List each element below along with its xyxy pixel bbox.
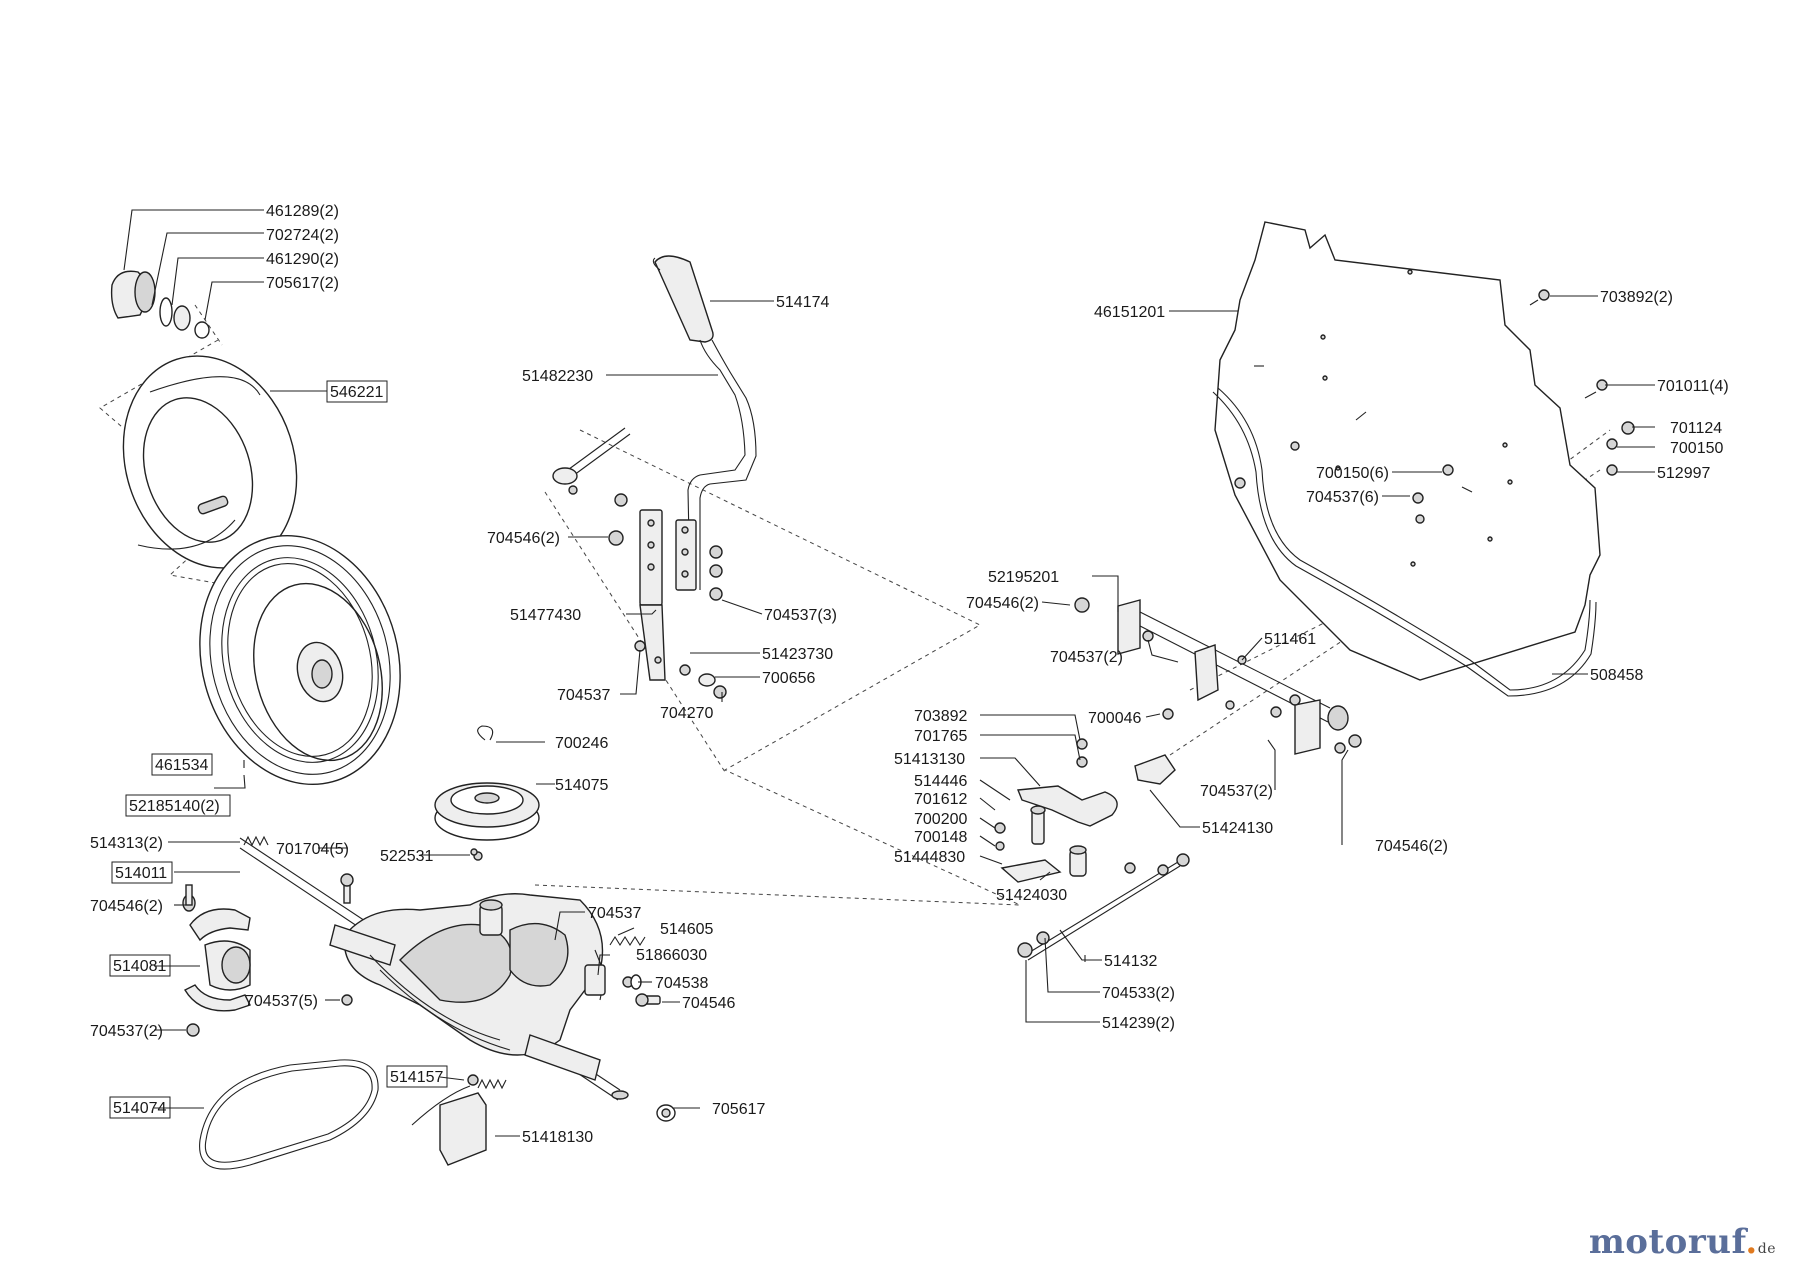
logo-tld: de [1757,1241,1776,1257]
label-700046: 700046 [1088,710,1141,727]
label-701124: 701124 [1670,420,1722,437]
label-511461: 511461 [1264,631,1316,648]
label-514446: 514446 [914,773,967,790]
control-linkage [994,738,1176,883]
logo-text: motoruf [1588,1222,1746,1262]
label-522531: 522531 [380,848,433,865]
label-514132: 514132 [1104,953,1157,970]
leader-lines [123,209,1655,1137]
label-704546-b: 704546 [682,995,735,1012]
label-461534: 461534 [155,757,208,774]
label-700150-a: 700150 [1670,440,1723,457]
label-514011: 514011 [115,865,167,882]
label-514605: 514605 [660,921,713,938]
label-51418130: 51418130 [522,1129,593,1146]
label-52185140: 52185140(2) [129,798,220,815]
label-51482230: 51482230 [522,368,593,385]
label-46151201: 46151201 [1094,304,1165,321]
label-51866030: 51866030 [636,947,707,964]
label-704546-a: 704546(2) [90,898,163,915]
label-514081: 514081 [113,958,166,975]
label-701704: 701704(5) [276,841,349,858]
label-514075: 514075 [555,777,608,794]
label-514074: 514074 [113,1100,166,1117]
edge-seal [1212,387,1597,697]
label-704270: 704270 [660,705,713,722]
label-704538: 704538 [655,975,708,992]
label-700246: 700246 [555,735,608,752]
label-514157: 514157 [390,1069,443,1086]
label-704533: 704533(2) [1102,985,1175,1002]
label-704546-e: 704546(2) [1375,838,1448,855]
label-704546-d: 704546(2) [966,595,1039,612]
transmission-bolts [182,835,478,1006]
label-512997: 512997 [1657,465,1710,482]
pivot-shaft [1074,597,1362,755]
label-51413130: 51413130 [894,751,965,768]
label-514239: 514239(2) [1102,1015,1175,1032]
label-705617-a: 705617(2) [266,275,339,292]
drive-pulley [434,725,540,861]
part-labels: 461289(2) 702724(2) 461290(2) 705617(2) … [90,203,1729,1146]
label-700200: 700200 [914,811,967,828]
bushing-set [110,270,210,339]
label-700148: 700148 [914,829,967,846]
motoruf-logo: motoruf.de [1589,1222,1776,1262]
v-belt [199,1059,379,1170]
label-514313: 514313(2) [90,835,163,852]
bearing-bracket [184,908,251,1037]
cover-panel [1214,221,1635,681]
label-704537-g: 704537(2) [1050,649,1123,666]
label-461289: 461289(2) [266,203,339,220]
label-51424130: 51424130 [1202,820,1273,837]
label-700150-b: 700150(6) [1316,465,1389,482]
label-461290: 461290(2) [266,251,339,268]
label-704537-e: 704537 [557,687,610,704]
tire-front [122,355,298,569]
label-702724: 702724(2) [266,227,339,244]
label-704537-f: 704537(6) [1306,489,1379,506]
label-508458: 508458 [1590,667,1643,684]
label-704546-c: 704546(2) [487,530,560,547]
label-704537-b: 704537(5) [245,993,318,1010]
label-703892-b: 703892 [914,708,967,725]
label-700656: 700656 [762,670,815,687]
label-52195201: 52195201 [988,569,1059,586]
label-51424030: 51424030 [996,887,1067,904]
label-51423730: 51423730 [762,646,833,663]
label-704537-h: 704537(2) [1200,783,1273,800]
label-51444830: 51444830 [894,849,965,866]
label-703892-a: 703892(2) [1600,289,1673,306]
label-701612: 701612 [914,791,967,808]
label-51477430: 51477430 [510,607,581,624]
label-546221: 546221 [330,384,383,401]
logo-dot: . [1745,1222,1758,1262]
label-704537-a: 704537(2) [90,1023,163,1040]
label-701011: 701011(4) [1657,378,1729,395]
label-701765: 701765 [914,728,967,745]
label-514174: 514174 [776,294,829,311]
tire-rear [199,534,401,786]
label-705617-b: 705617 [712,1101,765,1118]
label-frames [109,380,448,1119]
control-rod [1017,853,1190,961]
label-704537-d: 704537(3) [764,607,837,624]
label-704537-c: 704537 [588,905,641,922]
tension-bracket [411,1074,507,1166]
gear-lever [552,255,757,699]
transmission [239,837,676,1122]
